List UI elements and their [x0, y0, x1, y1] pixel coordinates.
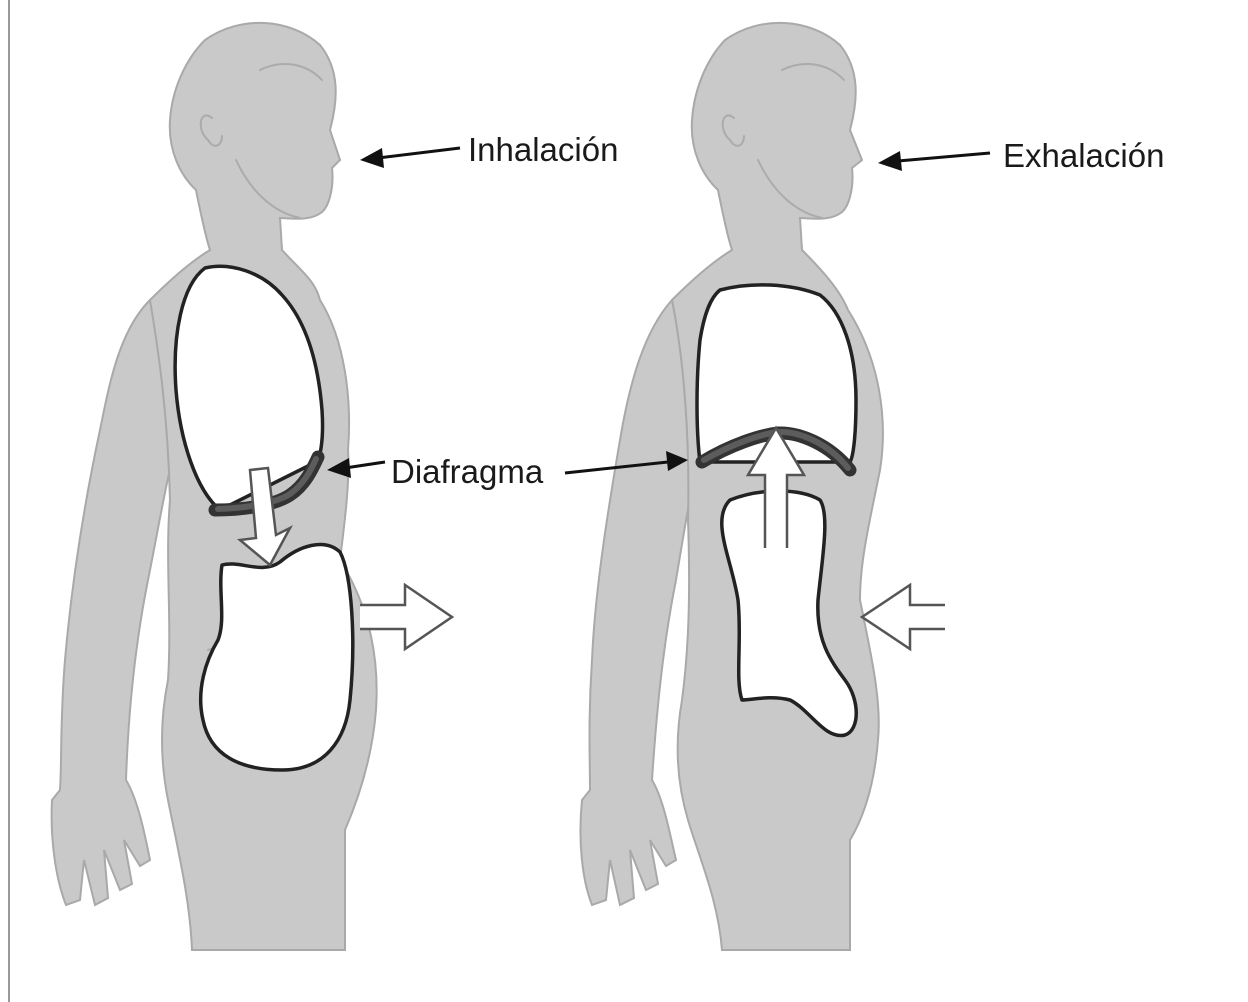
diaphragm-label: Diafragma — [391, 453, 544, 490]
left-outward-arrow — [360, 585, 452, 649]
right-inward-arrow — [862, 585, 945, 649]
inhale-pointer-head — [360, 148, 384, 168]
exhale-pointer-line — [898, 153, 990, 161]
inhale-label: Inhalación — [468, 131, 618, 168]
left-arm — [52, 300, 180, 905]
left-abdomen-cavity — [201, 545, 353, 770]
diaphragm-pointer-left-line — [345, 462, 385, 468]
inhale-pointer-line — [378, 148, 460, 158]
exhale-pointer-head — [878, 151, 902, 171]
exhale-label: Exhalación — [1003, 137, 1164, 174]
